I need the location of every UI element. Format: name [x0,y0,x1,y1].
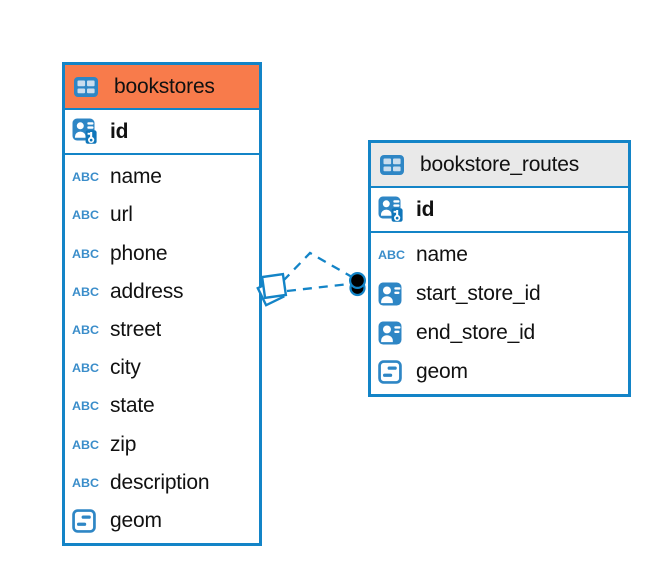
person-ref-icon [378,321,409,345]
field-label: geom [416,359,468,383]
field-row-street[interactable]: ABC street [65,311,259,349]
field-row-name[interactable]: ABC name [371,236,628,275]
field-row-address[interactable]: ABC address [65,273,259,311]
field-row-city[interactable]: ABC city [65,349,259,387]
table-title: bookstores [114,74,215,98]
field-label: address [110,279,184,303]
person-key-icon [72,118,103,145]
table-bookstore-routes[interactable]: bookstore_routes id ABC name [368,140,631,397]
field-label: street [110,317,162,341]
field-row-name[interactable]: ABC name [65,158,259,196]
field-label: geom [110,508,162,532]
abc-text-icon: ABC [72,476,100,490]
abc-text-icon: ABC [72,361,100,375]
field-row-url[interactable]: ABC url [65,196,259,234]
table-header-bookstores[interactable]: bookstores [65,65,259,110]
field-label: description [110,470,210,494]
field-label: name [110,165,162,189]
field-label: url [110,203,133,227]
field-label: start_store_id [416,282,541,306]
table-grid-icon [380,154,411,175]
abc-text-icon: ABC [72,208,100,222]
relationship-line-lower[interactable] [286,282,350,293]
field-row-geom[interactable]: geom [65,502,259,540]
field-label: name [416,243,468,267]
field-row-geom[interactable]: geom [371,352,628,391]
field-label: city [110,356,141,380]
field-row-state[interactable]: ABC state [65,387,259,425]
field-row-id[interactable]: id [371,188,628,233]
relationship-line-upper[interactable] [282,251,353,282]
many-end-diamond-markers [256,272,288,307]
field-row-description[interactable]: ABC description [65,464,259,502]
abc-text-icon: ABC [72,170,100,184]
abc-text-icon: ABC [72,437,100,452]
field-row-start-store-id[interactable]: start_store_id [371,275,628,314]
abc-text-icon: ABC [72,399,100,413]
field-label: id [416,197,435,221]
field-label: state [110,394,155,418]
abc-text-icon: ABC [72,285,100,299]
abc-text-icon: ABC [72,323,100,337]
field-label: end_store_id [416,320,536,344]
field-row-phone[interactable]: ABC phone [65,234,259,272]
table-header-bookstore-routes[interactable]: bookstore_routes [371,143,628,188]
geometry-icon [72,509,103,533]
abc-text-icon: ABC [72,246,100,261]
field-label: id [110,119,129,143]
person-key-icon [378,196,409,223]
one-end-dot-markers [349,272,367,297]
table-grid-icon [74,76,105,97]
abc-text-icon: ABC [378,248,406,263]
field-label: zip [110,432,137,456]
table-title: bookstore_routes [420,152,580,176]
field-list: ABC name ABC url ABC phone ABC address A… [65,155,259,543]
field-row-zip[interactable]: ABC zip [65,425,259,463]
field-label: phone [110,241,168,265]
field-row-id[interactable]: id [65,110,259,155]
table-bookstores[interactable]: bookstores id ABC name ABC ur [62,62,262,546]
field-list: ABC name start_store_id [371,233,628,394]
geometry-icon [378,359,409,384]
field-row-end-store-id[interactable]: end_store_id [371,314,628,353]
person-ref-icon [378,282,409,306]
